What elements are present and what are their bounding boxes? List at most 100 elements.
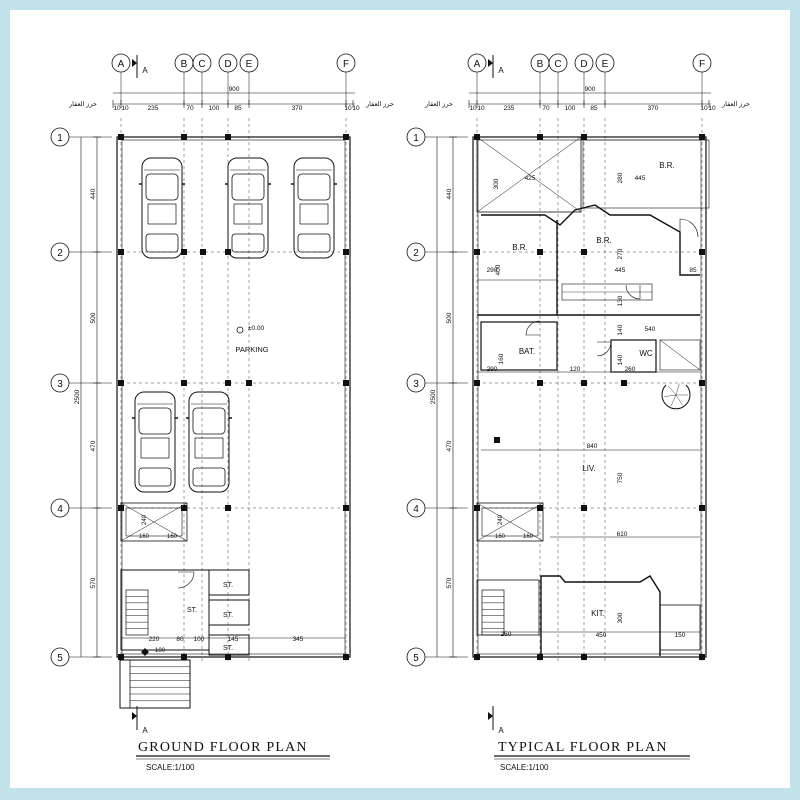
axis-label: 4 (413, 504, 419, 515)
dimension-text: 140 (617, 354, 624, 365)
column (343, 654, 349, 660)
axis-label: 4 (57, 504, 63, 515)
room-label-br: B.R. (659, 161, 675, 170)
service-balcony (659, 604, 701, 651)
column (181, 380, 187, 386)
car-body (293, 157, 335, 259)
axis-label: E (602, 59, 609, 70)
spiral-tread (670, 394, 677, 406)
column (581, 249, 587, 255)
column (181, 134, 187, 140)
dimension-text: 2500 (430, 389, 437, 404)
column (699, 654, 705, 660)
axis-label: 3 (57, 379, 63, 390)
axis-label: 2 (57, 248, 63, 259)
light-well (476, 136, 582, 213)
dimension-text: 900 (229, 86, 240, 93)
dimension-text: 70 (542, 105, 550, 112)
dimension-text: 240 (498, 514, 504, 525)
dimension-text: 440 (90, 188, 97, 199)
boundary-label: حرز العقار (721, 100, 750, 108)
axis-label: D (224, 59, 231, 70)
typical-floor-scale: SCALE:1/100 (500, 763, 549, 772)
dimension-text: 900 (585, 86, 596, 93)
column (699, 134, 705, 140)
dimension-text: 10 (469, 105, 477, 112)
shaft-diagonal (659, 339, 701, 371)
column (118, 134, 124, 140)
car-rear-window (231, 233, 265, 253)
room-outline (582, 139, 710, 209)
dimension-text: 300 (493, 178, 500, 189)
section-mark-label: A (498, 726, 504, 735)
section-arrow (488, 712, 493, 720)
car-body (227, 157, 269, 259)
dimension-text: 150 (675, 632, 686, 639)
dimension-text: 160 (498, 353, 505, 364)
column (474, 249, 480, 255)
room-label-parking: PARKING (235, 345, 268, 354)
dimension-text: 500 (446, 312, 453, 323)
typical-floor-title: TYPICAL FLOOR PLAN (498, 740, 668, 755)
column (225, 505, 231, 511)
dimension-text: 10 (700, 105, 708, 112)
dimension-text: 840 (587, 443, 598, 450)
axis-label: 5 (413, 653, 419, 664)
stair-outline (481, 589, 505, 636)
dimension-text: 145 (228, 636, 239, 643)
column (118, 249, 124, 255)
dimension-text: 100 (194, 636, 205, 643)
car-icon (291, 157, 337, 259)
dimension-text: 270 (617, 248, 624, 259)
dimension-text: 450 (596, 632, 607, 639)
axis-label: D (580, 59, 587, 70)
dimension-text: 610 (617, 531, 628, 538)
boundary-label: حرز العقار (365, 100, 394, 108)
outer-wall (116, 136, 351, 658)
column (537, 654, 543, 660)
column (246, 380, 252, 386)
column (474, 380, 480, 386)
car-windshield (231, 173, 265, 201)
spiral-tread (664, 394, 677, 397)
section-mark-label: A (142, 726, 148, 735)
column (200, 249, 206, 255)
dimension-text: 370 (292, 105, 303, 112)
room-label-liv: LIV. (582, 464, 596, 473)
axis-label: A (474, 59, 481, 70)
section-mark-label: A (142, 66, 148, 75)
dimension-text: 235 (504, 105, 515, 112)
column (581, 505, 587, 511)
dimension-text: 85 (234, 105, 242, 112)
inner-wall (121, 139, 346, 655)
dimension-text: 10 (477, 105, 485, 112)
inner-wall (477, 139, 702, 655)
dimension-text: 260 (625, 366, 636, 373)
shaft (659, 339, 701, 371)
room-label-wc: WC (639, 349, 653, 358)
room-label-st: ST. (187, 607, 197, 614)
column (621, 380, 627, 386)
car-roof (194, 437, 224, 459)
car-rear-window (297, 233, 331, 253)
level-mark (236, 326, 244, 334)
storage-room (208, 634, 250, 656)
room-label-kit: KIT. (591, 609, 605, 618)
bathroom (480, 321, 558, 371)
storage-room (208, 569, 250, 596)
dimension-text: 470 (90, 440, 97, 451)
dimension-text: 120 (570, 366, 581, 373)
car-rear-window (145, 233, 179, 253)
door-swing (625, 284, 641, 300)
room-label-br: B.R. (512, 243, 528, 252)
dimension-text: 400 (495, 264, 502, 275)
stair-hall (476, 579, 540, 636)
column (181, 505, 187, 511)
ground-floor-scale: SCALE:1/100 (146, 763, 195, 772)
dimension-text: 440 (446, 188, 453, 199)
column (118, 380, 124, 386)
room-label-st: ST. (223, 612, 233, 619)
dimension-text: 570 (90, 577, 97, 588)
column (537, 505, 543, 511)
